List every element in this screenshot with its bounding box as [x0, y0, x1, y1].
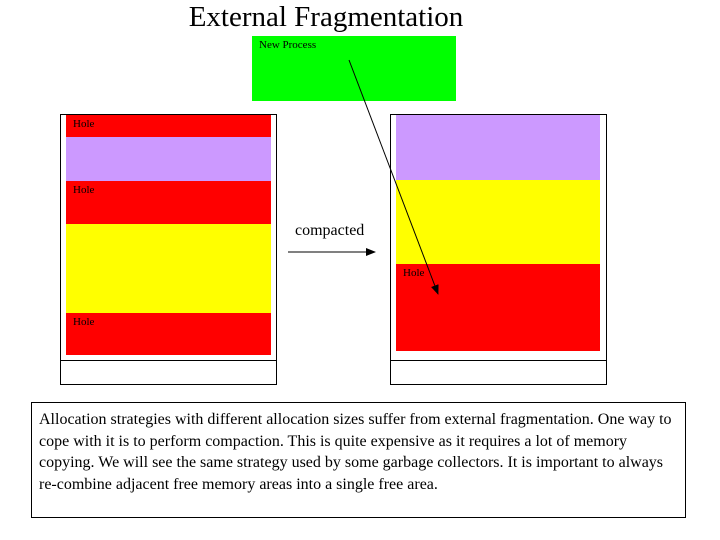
- new-process-block: New Process: [252, 36, 456, 101]
- hole-block-1: Hole: [66, 115, 271, 137]
- hole-block-combined: Hole: [396, 264, 600, 351]
- hole-label: Hole: [73, 184, 95, 196]
- new-process-label: New Process: [259, 39, 317, 51]
- compacted-label: compacted: [295, 222, 365, 239]
- hole-label: Hole: [73, 118, 95, 130]
- memory-after-compaction: Hole: [390, 114, 607, 385]
- process-block-yellow: [66, 224, 271, 313]
- caption-box: Allocation strategies with different all…: [31, 402, 686, 518]
- memory-base-segment: [391, 360, 606, 384]
- hole-label: Hole: [73, 316, 95, 328]
- memory-base-segment: [61, 360, 276, 384]
- process-block-purple: [66, 137, 271, 181]
- hole-block-3: Hole: [66, 313, 271, 355]
- process-block-purple: [396, 115, 600, 180]
- slide-title: External Fragmentation: [188, 1, 464, 33]
- hole-label: Hole: [403, 267, 425, 279]
- hole-block-2: Hole: [66, 181, 271, 224]
- memory-before-compaction: Hole Hole Hole: [60, 114, 277, 385]
- process-block-yellow: [396, 180, 600, 264]
